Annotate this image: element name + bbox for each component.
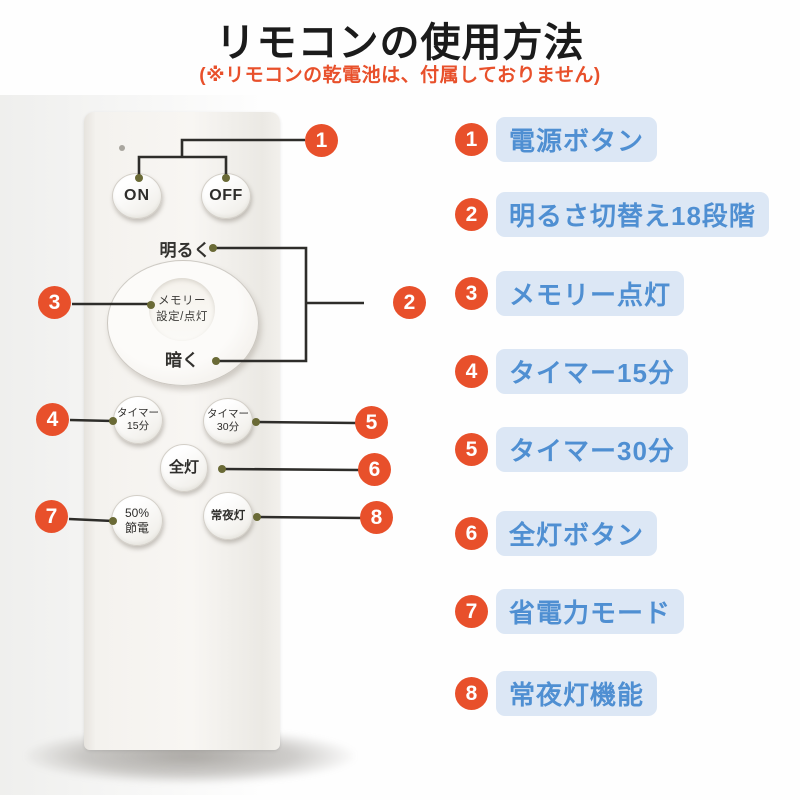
timer-30-button: タイマー 30分 — [203, 398, 253, 444]
power-on-button: ON — [112, 173, 162, 219]
night-light-label: 常夜灯 — [210, 509, 246, 522]
timer-15-line1: タイマー — [117, 406, 159, 419]
legend-item-8: 8 常夜灯機能 — [455, 671, 658, 716]
memory-button: メモリー 設定/点灯 — [149, 278, 215, 341]
legend-item-7: 7 省電力モード — [455, 589, 685, 634]
brighter-label: 明るく — [159, 241, 211, 260]
all-light-label: 全灯 — [168, 458, 199, 476]
power-save-button: 50% 節電 — [111, 495, 163, 546]
legend-badge-8: 8 — [455, 677, 488, 710]
legend-label-5: タイマー30分 — [496, 427, 688, 472]
darker-label: 暗く — [165, 351, 199, 370]
callout-badge-1: 1 — [305, 124, 338, 157]
night-light-button: 常夜灯 — [203, 492, 253, 540]
legend-item-3: 3 メモリー点灯 — [455, 271, 685, 316]
callout-badge-3: 3 — [38, 286, 71, 319]
legend-badge-4: 4 — [455, 355, 488, 388]
legend-label-7: 省電力モード — [496, 589, 685, 634]
all-light-button: 全灯 — [160, 444, 208, 492]
remote-body — [84, 112, 280, 750]
callout-badge-7: 7 — [35, 500, 68, 533]
callout-badge-2: 2 — [393, 286, 426, 319]
memory-label-line2: 設定/点灯 — [156, 310, 208, 323]
power-save-line1: 50% — [124, 505, 150, 520]
legend-label-3: メモリー点灯 — [496, 271, 685, 316]
memory-label-line1: メモリー — [158, 294, 206, 307]
legend-label-8: 常夜灯機能 — [496, 671, 658, 716]
legend-label-6: 全灯ボタン — [496, 511, 658, 556]
power-save-line2: 節電 — [124, 520, 149, 535]
legend-badge-6: 6 — [455, 517, 488, 550]
legend-badge-5: 5 — [455, 433, 488, 466]
timer-30-line1: タイマー — [207, 407, 249, 420]
legend-label-2: 明るさ切替え18段階 — [496, 192, 769, 237]
legend-badge-2: 2 — [455, 198, 488, 231]
timer-30-line2: 30分 — [216, 421, 240, 433]
callout-badge-6: 6 — [358, 453, 391, 486]
legend-item-5: 5 タイマー30分 — [455, 427, 688, 472]
timer-15-button: タイマー 15分 — [113, 396, 163, 444]
legend-badge-7: 7 — [455, 595, 488, 628]
legend-badge-3: 3 — [455, 277, 488, 310]
callout-badge-5: 5 — [355, 406, 388, 439]
power-on-label: ON — [124, 187, 150, 204]
callout-badge-8: 8 — [360, 501, 393, 534]
timer-15-line2: 15分 — [126, 420, 150, 432]
legend-item-6: 6 全灯ボタン — [455, 511, 658, 556]
page-subtitle: (※リモコンの乾電池は、付属しておりません) — [199, 65, 601, 86]
power-off-button: OFF — [201, 173, 251, 219]
legend-item-2: 2 明るさ切替え18段階 — [455, 192, 769, 237]
callout-badge-4: 4 — [36, 403, 69, 436]
ir-led-dot — [119, 145, 125, 151]
legend-badge-1: 1 — [455, 123, 488, 156]
legend-item-4: 4 タイマー15分 — [455, 349, 688, 394]
power-off-label: OFF — [209, 187, 243, 204]
page-title: リモコンの使用方法 — [215, 21, 585, 65]
legend-label-1: 電源ボタン — [496, 117, 658, 162]
legend-label-4: タイマー15分 — [496, 349, 688, 394]
legend-item-1: 1 電源ボタン — [455, 117, 658, 162]
